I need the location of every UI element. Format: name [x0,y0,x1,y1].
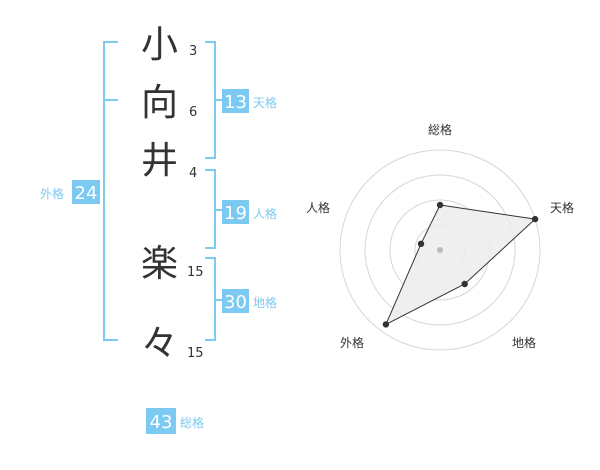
radar-points [382,201,539,328]
name-char-1: 小 [141,23,178,66]
tenkaku-box [222,89,249,113]
stroke-count-1: 3 [189,44,197,59]
radar-label-chikaku: 地格 [512,335,536,350]
gaikaku-value: 24 [75,183,98,204]
soukaku-badge: 43 総格 [146,408,204,434]
chikaku-badge: 30 地格 [222,289,277,313]
radar-ring-4 [339,149,541,351]
jinkaku-bracket [205,169,222,249]
name-char-5: 々 [141,322,178,365]
gaikaku-bracket [103,41,118,341]
stroke-count-5: 15 [187,346,204,361]
radar-label-tenkaku: 天格 [550,200,574,215]
radar-center [437,247,443,253]
stroke-count-2: 6 [189,105,197,120]
tenkaku-label: 天格 [253,95,277,110]
tenkaku-badge: 13 天格 [222,89,277,113]
gaikaku-badge: 外格 24 [40,180,100,204]
stroke-count-3: 4 [189,166,197,181]
soukaku-value: 43 [150,412,173,433]
radar-point-4 [382,321,390,328]
jinkaku-box [222,200,249,224]
jinkaku-badge: 19 人格 [222,200,277,224]
stroke-count-4: 15 [187,265,204,280]
jinkaku-value: 19 [224,203,247,224]
radar-ring-3 [364,174,516,326]
radar-label-soukaku: 総格 [428,122,452,137]
gaikaku-label: 外格 [40,186,64,201]
jinkaku-label: 人格 [253,206,277,221]
name-characters: 小 3 向 6 井 4 楽 15 々 15 [141,23,204,365]
radar-polygon [384,204,537,326]
radar-label-jinkaku: 人格 [306,200,330,215]
name-char-2: 向 [141,81,178,124]
radar-point-2 [531,215,539,223]
radar-point-1 [436,201,444,209]
name-char-4: 楽 [141,242,178,285]
soukaku-box [146,408,176,434]
name-char-3: 井 [141,139,178,182]
radar-point-3 [461,280,468,288]
chikaku-bracket [205,257,222,341]
chikaku-label: 地格 [253,295,277,310]
chikaku-box [222,289,249,313]
radar-point-5 [417,240,425,247]
radar-chart: 総格 天格 地格 外格 人格 [306,122,574,351]
tenkaku-value: 13 [224,92,247,113]
gaikaku-box [72,180,100,204]
chikaku-value: 30 [224,292,247,313]
tenkaku-bracket [205,41,222,159]
soukaku-label: 総格 [180,415,204,430]
radar-label-gaikaku: 外格 [340,335,364,350]
